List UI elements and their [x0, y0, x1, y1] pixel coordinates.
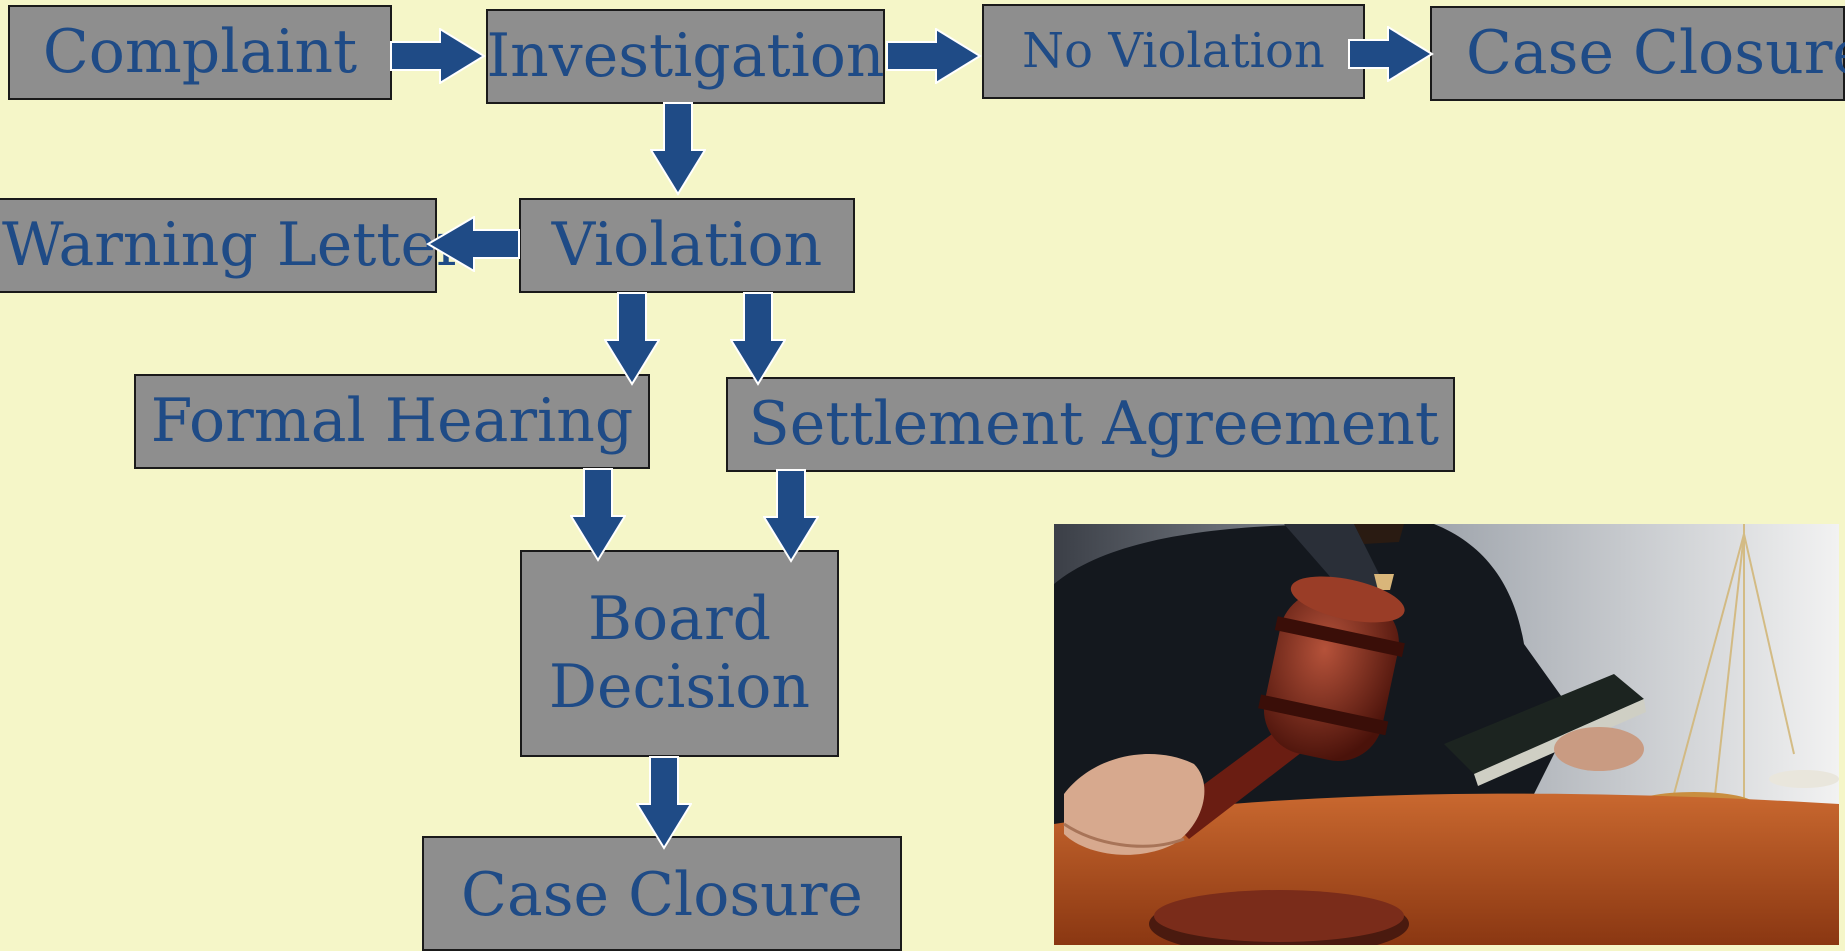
- node-investigation-label: Investigation: [486, 20, 885, 91]
- judge-gavel-illustration: [1054, 524, 1839, 945]
- node-formal-hearing: Formal Hearing: [134, 374, 650, 469]
- arrow-board-decision-to-case-closure: [636, 756, 692, 850]
- node-case-closure-bottom-label: Case Closure: [461, 860, 863, 930]
- node-case-closure-bottom: Case Closure: [422, 836, 902, 951]
- arrow-formal-hearing-to-board-decision: [570, 468, 626, 562]
- arrow-settlement-agreement-to-board-decision: [763, 469, 819, 563]
- judge-gavel-photo: [1054, 524, 1839, 945]
- node-complaint: Complaint: [8, 5, 392, 100]
- arrow-violation-to-warning-letter: [426, 216, 520, 272]
- node-board-decision-line2: Decision: [548, 651, 811, 722]
- node-settlement-agreement-label: Settlement Agreement: [748, 388, 1439, 459]
- node-formal-hearing-label: Formal Hearing: [150, 385, 634, 456]
- node-settlement-agreement: Settlement Agreement: [726, 377, 1455, 472]
- arrow-violation-to-settlement-agreement: [730, 292, 786, 386]
- arrow-investigation-to-no-violation: [886, 28, 982, 84]
- node-case-closure-top-label: Case Closure: [1466, 17, 1845, 88]
- node-investigation: Investigation: [486, 9, 885, 104]
- node-board-decision: Board Decision: [520, 550, 839, 757]
- node-no-violation-label: No Violation: [1022, 22, 1325, 79]
- arrow-no-violation-to-case-closure: [1348, 26, 1434, 82]
- arrow-complaint-to-investigation: [390, 28, 486, 84]
- node-warning-letter: Warning Letter: [0, 198, 465, 293]
- arrow-violation-to-formal-hearing: [604, 292, 660, 386]
- node-no-violation: No Violation: [982, 4, 1365, 99]
- node-board-decision-line1: Board: [587, 584, 772, 655]
- node-warning-letter-label: Warning Letter: [2, 209, 465, 280]
- arrow-investigation-to-violation: [650, 102, 706, 196]
- node-case-closure-top: Case Closure: [1430, 6, 1845, 101]
- node-violation: Violation: [519, 198, 855, 293]
- node-violation-label: Violation: [551, 209, 823, 280]
- node-complaint-label: Complaint: [42, 16, 358, 87]
